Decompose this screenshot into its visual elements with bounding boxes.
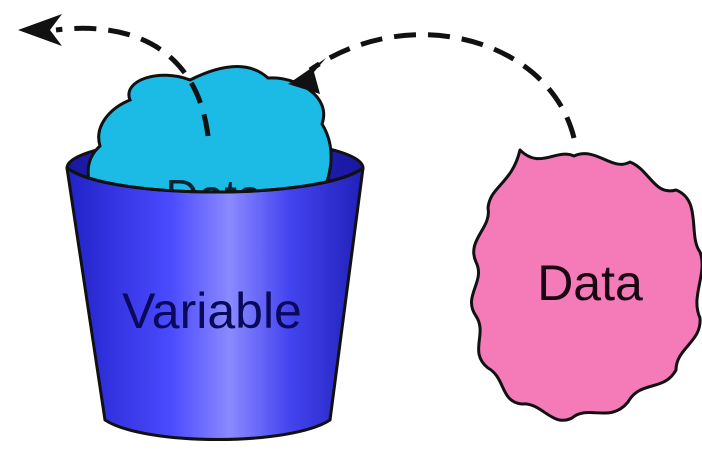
bucket: Variable <box>65 166 365 441</box>
bucket-label: Variable <box>122 283 302 339</box>
bucket-rim <box>66 166 364 194</box>
arrow-out-of-variable <box>18 14 211 137</box>
outer-data-blob: Data <box>470 148 702 422</box>
arrow-into-variable <box>288 32 577 139</box>
outer-blob-label: Data <box>537 255 643 311</box>
